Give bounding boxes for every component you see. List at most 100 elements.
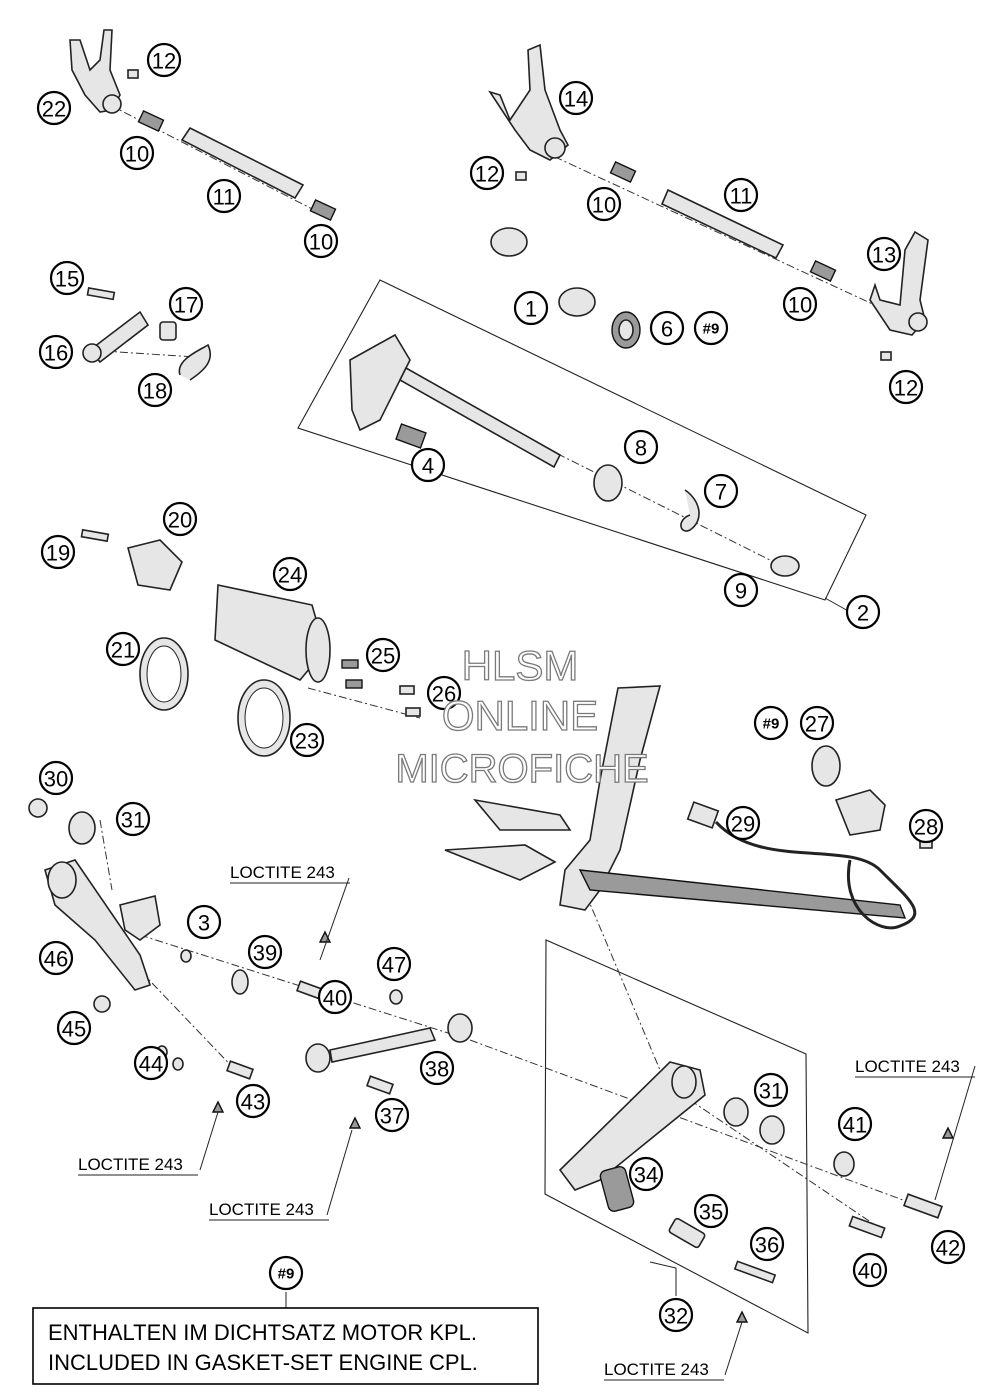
- callout-circle: [119, 135, 155, 171]
- callout-circle: [115, 801, 151, 837]
- callout-number: 47: [382, 953, 406, 978]
- callout-14: 14: [558, 80, 594, 116]
- callout-35: 35: [693, 1193, 729, 1229]
- callout-circle: [137, 372, 173, 408]
- callout-circle: [289, 722, 325, 758]
- callout-10: 10: [586, 186, 622, 222]
- callout-2: 2: [845, 594, 881, 630]
- callout-29: 29: [725, 805, 761, 841]
- callout-number: 37: [380, 1104, 404, 1129]
- callout-number: 13: [872, 243, 896, 268]
- callout-hash-9: #9: [753, 705, 789, 741]
- callout-number: 12: [475, 162, 499, 187]
- shift-shaft-2: [349, 333, 800, 577]
- callout-20: 20: [162, 501, 198, 537]
- callout-number: 38: [425, 1057, 449, 1082]
- callout-circle: [753, 1072, 789, 1108]
- callout-number: 10: [592, 193, 616, 218]
- callout-circle: [419, 1050, 455, 1086]
- callout-circle: [146, 42, 182, 78]
- callout-number: 12: [152, 49, 176, 74]
- callout-27: 27: [799, 705, 835, 741]
- callout-16: 16: [38, 334, 74, 370]
- loctite-drops: [211, 930, 955, 1323]
- callout-number: 16: [44, 341, 68, 366]
- callout-47: 47: [376, 946, 412, 982]
- loctite-label: LOCTITE 243: [78, 1155, 183, 1174]
- callout-12: 12: [469, 155, 505, 191]
- callout-circle: [303, 223, 339, 259]
- callout-31: 31: [753, 1072, 789, 1108]
- callout-number: 31: [759, 1079, 783, 1104]
- linkage-rod-38: [305, 1013, 473, 1073]
- callout-number: 34: [634, 1163, 658, 1188]
- callout-number: 4: [422, 454, 434, 479]
- callout-number: 46: [44, 947, 68, 972]
- callout-10: 10: [782, 286, 818, 322]
- callout-number: 43: [241, 1090, 265, 1115]
- callout-25: 25: [365, 637, 401, 673]
- callout-15: 15: [49, 260, 85, 296]
- callout-circle: [168, 286, 204, 322]
- callout-number: 22: [42, 97, 66, 122]
- callout-circle: [374, 1097, 410, 1133]
- callout-22: 22: [36, 90, 72, 126]
- callout-number: 10: [125, 142, 149, 167]
- callout-36: 36: [749, 1226, 785, 1262]
- callout-circle: [36, 90, 72, 126]
- shift-fork-14: [488, 43, 570, 161]
- callout-number: 35: [699, 1200, 723, 1225]
- shift-shaft-assembly-frame: [297, 279, 867, 601]
- note-line-2: INCLUDED IN GASKET-SET ENGINE CPL.: [48, 1350, 478, 1375]
- callout-circle: [888, 369, 924, 405]
- callout-circle: [908, 808, 944, 844]
- callout-circle: [38, 940, 74, 976]
- callout-number: 3: [198, 911, 210, 936]
- callout-21: 21: [105, 631, 141, 667]
- callout-number: 40: [323, 986, 347, 1011]
- pins-25-26: [341, 659, 421, 717]
- callout-24: 24: [272, 556, 308, 592]
- callout-26: 26: [426, 675, 462, 711]
- callout-38: 38: [419, 1050, 455, 1086]
- callout-8: 8: [623, 429, 659, 465]
- callout-circle: [658, 1297, 694, 1333]
- callout-number: 24: [278, 563, 302, 588]
- callout-3: 3: [186, 904, 222, 940]
- callout-number: 44: [139, 1052, 163, 1077]
- callout-circle: [749, 1226, 785, 1262]
- shift-fork-22: [69, 29, 122, 114]
- callout-number: 7: [715, 480, 727, 505]
- shift-lever-16: [82, 287, 212, 381]
- callout-number: 11: [213, 185, 236, 210]
- callout-46: 46: [38, 940, 74, 976]
- callout-37: 37: [374, 1097, 410, 1133]
- callout-number: 45: [62, 1017, 86, 1042]
- callout-number: #9: [763, 716, 780, 733]
- shift-lever-bracket-46: [28, 798, 161, 991]
- callout-28: 28: [908, 808, 944, 844]
- callout-circle: [782, 286, 818, 322]
- callout-circle: [586, 186, 622, 222]
- callout-number: 14: [564, 87, 588, 112]
- callout-40: 40: [317, 979, 353, 1015]
- callout-circle: [426, 675, 462, 711]
- callout-circle: [365, 637, 401, 673]
- callout-number: 29: [731, 812, 755, 837]
- callout-number: 25: [371, 644, 395, 669]
- callout-12: 12: [888, 369, 924, 405]
- callout-number: 41: [843, 1113, 867, 1138]
- shift-pedal-32: [558, 1061, 943, 1284]
- callout-circle: [49, 260, 85, 296]
- callout-10: 10: [303, 223, 339, 259]
- callout-circle: [376, 946, 412, 982]
- callout-circle: [845, 594, 881, 630]
- callout-9: 9: [723, 572, 759, 608]
- callout-number: 10: [309, 230, 333, 255]
- callout-circle: [866, 236, 902, 272]
- loctite-label: LOCTITE 243: [855, 1057, 960, 1076]
- leader-lines: [199, 597, 976, 1376]
- callout-circle: [38, 760, 74, 796]
- callout-6: 6: [649, 310, 685, 346]
- loctite-label: LOCTITE 243: [209, 1200, 314, 1219]
